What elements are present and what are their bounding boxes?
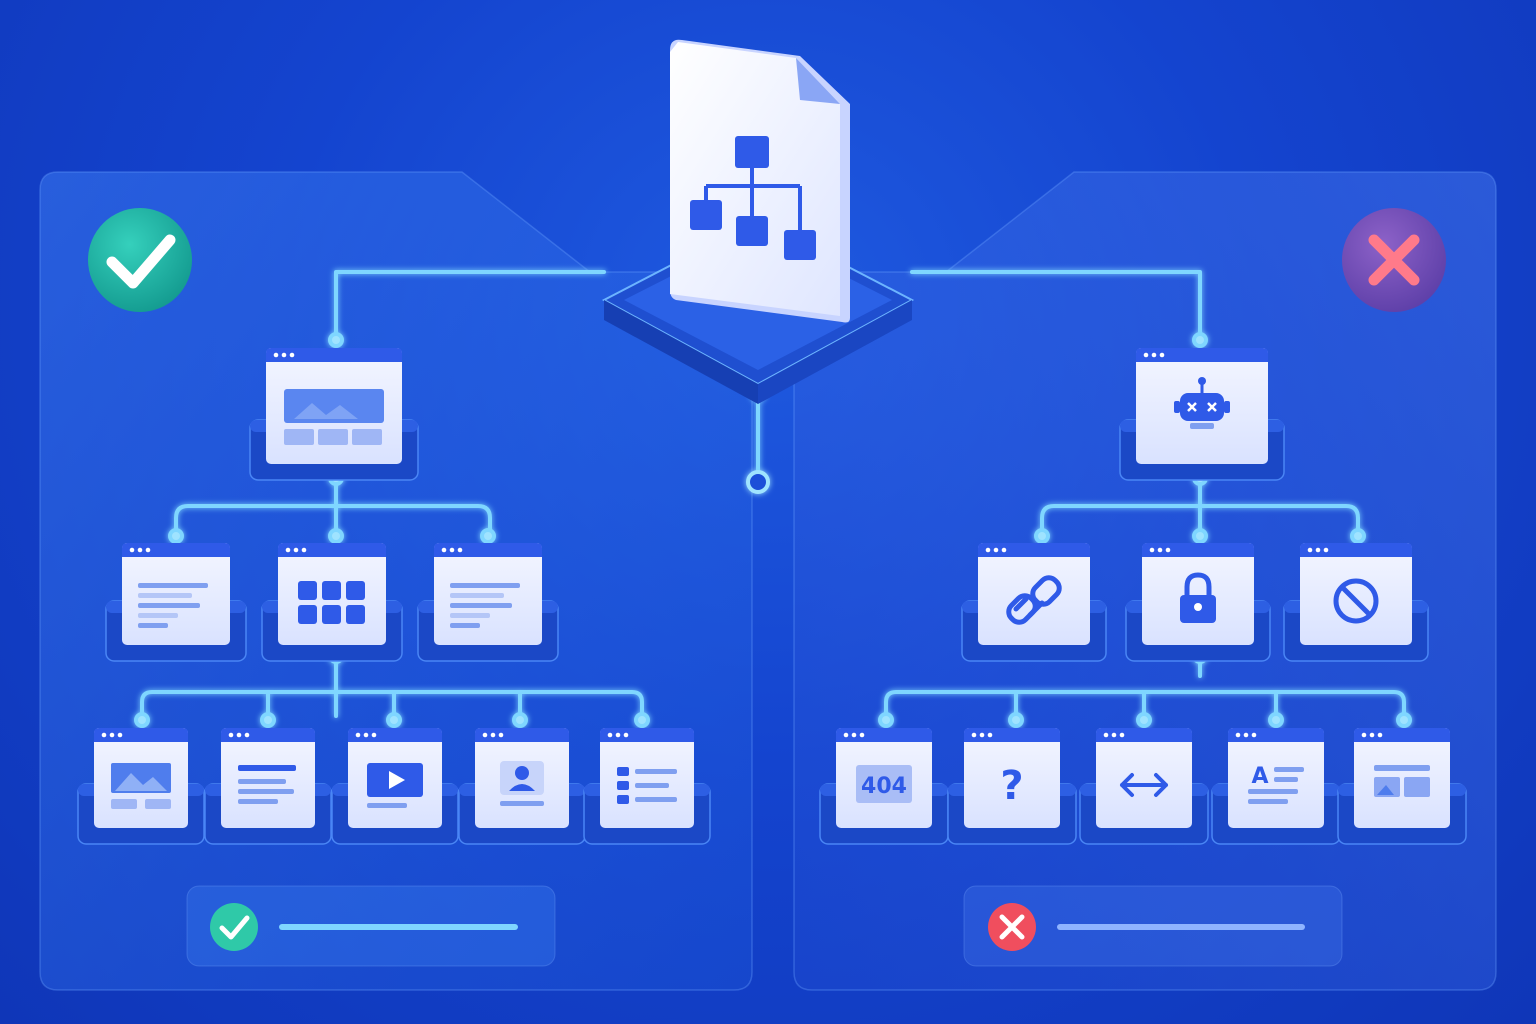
page-card [583, 728, 711, 845]
broken-robot-icon [1174, 377, 1230, 429]
text-lines-icon [450, 583, 520, 628]
page-card [1283, 543, 1429, 662]
connector-line [910, 270, 1202, 342]
cross-icon [1368, 234, 1420, 286]
page-card [961, 543, 1107, 662]
page-card [105, 543, 247, 662]
page-card: 404 [819, 728, 949, 845]
page-card [249, 348, 419, 481]
connector-node [328, 332, 344, 348]
image-icon [111, 763, 171, 809]
page-card: ? [947, 728, 1077, 845]
left-footer-bar [186, 885, 556, 967]
connector-line [174, 504, 492, 542]
error-404-icon: 404 [856, 765, 912, 803]
layout-icon [1374, 765, 1430, 797]
user-profile-icon [500, 761, 544, 806]
page-card [331, 728, 459, 845]
grid-icon [298, 581, 365, 624]
broken-link-icon [1006, 575, 1062, 625]
blocked-icon [1333, 578, 1379, 624]
lock-icon [1180, 572, 1216, 623]
list-icon [617, 767, 677, 804]
connector-node [1008, 712, 1024, 728]
connector-node [1136, 712, 1152, 728]
connector-line [334, 270, 606, 342]
letter-text: A [1251, 764, 1268, 789]
connector-node [1268, 712, 1284, 728]
page-card [417, 543, 559, 662]
page-card [1125, 543, 1271, 662]
page-card [77, 728, 205, 845]
page-card [1079, 728, 1209, 845]
error-badge [1342, 208, 1446, 312]
connector-node [1192, 332, 1208, 348]
success-badge [88, 208, 192, 312]
web-layout-icon [284, 389, 384, 445]
connector-node [878, 712, 894, 728]
check-icon [219, 915, 250, 940]
page-card [458, 728, 586, 845]
connector-node [634, 712, 650, 728]
sitemap-document-icon [670, 39, 850, 323]
right-footer-bar [963, 885, 1343, 967]
page-card [261, 543, 403, 662]
connector-node [168, 528, 184, 544]
connector-node [386, 712, 402, 728]
text-format-icon: A [1248, 764, 1304, 804]
connector-line [1040, 504, 1360, 542]
connector-node [1350, 528, 1366, 544]
connector-end-node [746, 470, 770, 494]
video-play-icon [367, 763, 423, 808]
connector-node [1192, 528, 1208, 544]
connector-node [328, 528, 344, 544]
redirect-arrows-icon [1120, 773, 1168, 797]
page-card [204, 728, 332, 845]
connector-node [1396, 712, 1412, 728]
page-card [1337, 728, 1467, 845]
check-icon [106, 234, 176, 289]
question-mark-text: ? [1000, 763, 1023, 809]
question-mark-icon: ? [1000, 763, 1023, 809]
article-icon [238, 765, 296, 804]
text-lines-icon [138, 583, 208, 628]
connector-node [480, 528, 496, 544]
cross-icon [999, 914, 1025, 940]
connector-node [260, 712, 276, 728]
connector-node [134, 712, 150, 728]
page-card [1119, 348, 1285, 481]
connector-node [1034, 528, 1050, 544]
error-code-text: 404 [861, 774, 907, 799]
page-card: A [1211, 728, 1341, 845]
connector-node [512, 712, 528, 728]
